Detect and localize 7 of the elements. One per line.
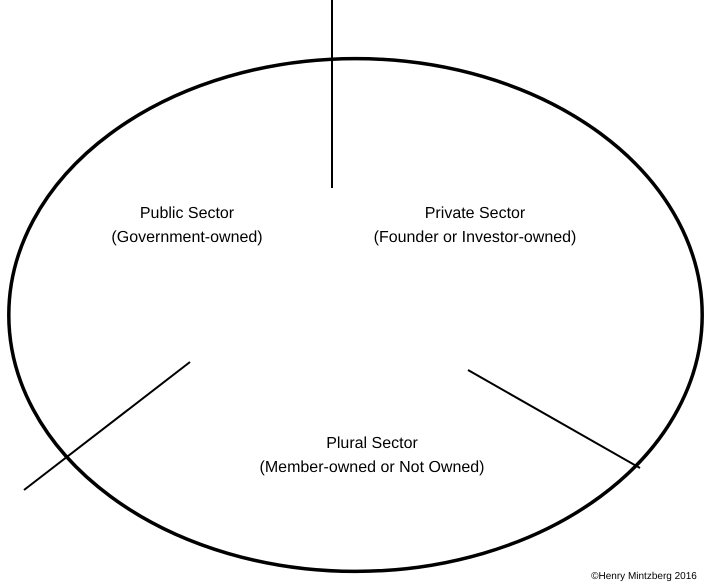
- sector-label: (Government-owned): [111, 228, 263, 248]
- copyright-note: ©Henry Mintzberg 2016: [591, 571, 697, 584]
- sector-label: (Founder or Investor-owned): [374, 228, 576, 248]
- sector-label: Public Sector: [140, 204, 234, 224]
- sector-label: Plural Sector: [326, 434, 418, 454]
- sector-label: (Member-owned or Not Owned): [260, 458, 484, 478]
- sector-label: Private Sector: [424, 204, 526, 224]
